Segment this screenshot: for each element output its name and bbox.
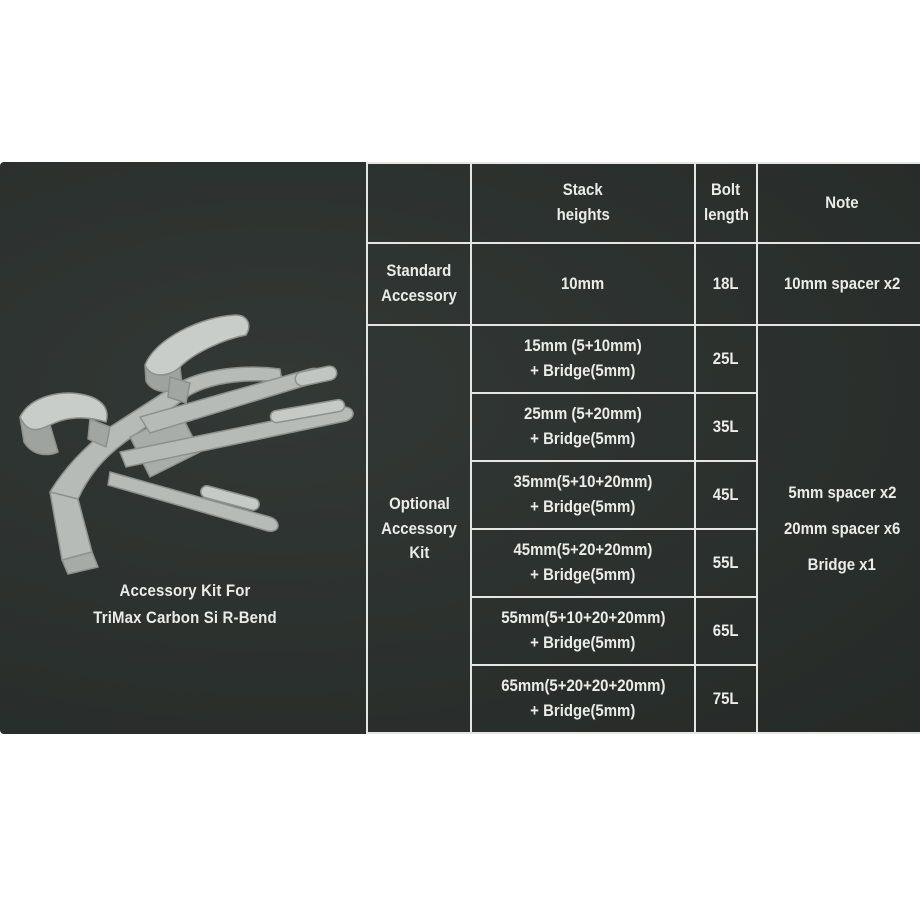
optional-stack-value: 45mm(5+20+20mm) [513, 540, 653, 560]
optional-bolt-value: 65L [713, 620, 739, 640]
optional-row: Optional Accessory Kit 15mm (5+10mm) + B… [366, 324, 920, 734]
header-stack-line2: heights [556, 205, 610, 224]
standard-bolt-value: 18L [713, 273, 739, 293]
header-blank [366, 162, 472, 244]
optional-bridge-value: + Bridge(5mm) [530, 701, 636, 720]
optional-bridge-value: + Bridge(5mm) [530, 633, 636, 652]
optional-stack-value: 55mm(5+10+20+20mm) [500, 608, 666, 628]
standard-bolt: 18L [694, 242, 758, 326]
header-stack-heights: Stack heights [470, 162, 696, 244]
optional-row: 35mm(5+10+20mm) + Bridge(5mm) 45L [367, 460, 920, 530]
header-stack-line1: Stack [563, 180, 603, 200]
optional-stack: 55mm(5+10+20+20mm) + Bridge(5mm) [470, 596, 696, 666]
standard-note-value: 10mm spacer x2 [783, 273, 901, 293]
header-bolt-line2: length [703, 205, 749, 224]
header-bolt-length: Bolt length [694, 162, 758, 244]
standard-note: 10mm spacer x2 [756, 242, 920, 326]
optional-stack-value: 65mm(5+20+20+20mm) [500, 676, 666, 696]
accessory-kit-card: Accessory Kit For TriMax Carbon Si R-Ben… [0, 162, 920, 734]
standard-stack: 10mm [470, 242, 696, 326]
optional-label-line2: Accessory [381, 518, 457, 538]
optional-stack: 15mm (5+10mm) + Bridge(5mm) [470, 324, 696, 394]
optional-stack: 65mm(5+20+20+20mm) + Bridge(5mm) [470, 664, 696, 734]
optional-bolt-value: 45L [713, 484, 739, 504]
caption-line-1: Accessory Kit For [119, 581, 251, 600]
optional-label-line3: Kit [409, 543, 429, 563]
optional-stack: 35mm(5+10+20mm) + Bridge(5mm) [470, 460, 696, 530]
optional-bolt-value: 55L [713, 552, 739, 572]
optional-stack-value: 25mm (5+20mm) [524, 404, 642, 424]
standard-label-line1: Standard [386, 261, 452, 281]
optional-bolt: 25L [694, 324, 758, 394]
optional-row: 25mm (5+20mm) + Bridge(5mm) 35L [367, 392, 920, 462]
optional-note-line2: 20mm spacer x6 [783, 519, 901, 539]
optional-bolt-value: 25L [713, 348, 739, 368]
optional-bridge-value: + Bridge(5mm) [530, 429, 636, 448]
header-bolt-line1: Bolt [711, 180, 741, 200]
optional-bolt-value: 75L [713, 688, 739, 708]
optional-note-line3: Bridge x1 [807, 554, 877, 574]
optional-stack-value: 35mm(5+10+20mm) [513, 472, 653, 492]
optional-stack-value: 15mm (5+10mm) [524, 336, 642, 356]
handlebar-illustration [19, 314, 354, 575]
optional-bridge-value: + Bridge(5mm) [530, 361, 636, 380]
optional-bridge-value: + Bridge(5mm) [530, 565, 636, 584]
optional-note-line1: 5mm spacer x2 [787, 483, 897, 503]
optional-row: 55mm(5+10+20+20mm) + Bridge(5mm) 65L [367, 596, 920, 666]
optional-note: 5mm spacer x2 20mm spacer x6 Bridge x1 [756, 324, 920, 734]
optional-bolt: 45L [694, 460, 758, 530]
optional-bridge-value: + Bridge(5mm) [530, 497, 636, 516]
optional-bolt: 35L [694, 392, 758, 462]
standard-label: Standard Accessory [366, 242, 472, 326]
standard-row: Standard Accessory 10mm 18L 10mm spacer … [366, 242, 920, 326]
header-note-label: Note [825, 192, 859, 212]
optional-bolt: 65L [694, 596, 758, 666]
optional-stack: 45mm(5+20+20mm) + Bridge(5mm) [470, 528, 696, 598]
optional-stack: 25mm (5+20mm) + Bridge(5mm) [470, 392, 696, 462]
optional-label-line1: Optional [388, 494, 450, 514]
optional-row: 65mm(5+20+20+20mm) + Bridge(5mm) 75L [367, 664, 920, 734]
optional-row: 45mm(5+20+20mm) + Bridge(5mm) 55L [367, 528, 920, 598]
standard-stack-value: 10mm [561, 273, 605, 293]
optional-bolt: 75L [694, 664, 758, 734]
header-row: Stack heights Bolt length Note [366, 162, 920, 244]
spec-table: Stack heights Bolt length Note Standard … [366, 162, 920, 734]
optional-bolt: 55L [694, 528, 758, 598]
standard-label-line2: Accessory [381, 286, 457, 305]
caption-line-2: TriMax Carbon Si R-Bend [93, 608, 277, 627]
optional-label: Optional Accessory Kit [366, 324, 472, 734]
optional-bolt-value: 35L [713, 416, 739, 436]
header-note: Note [756, 162, 920, 244]
